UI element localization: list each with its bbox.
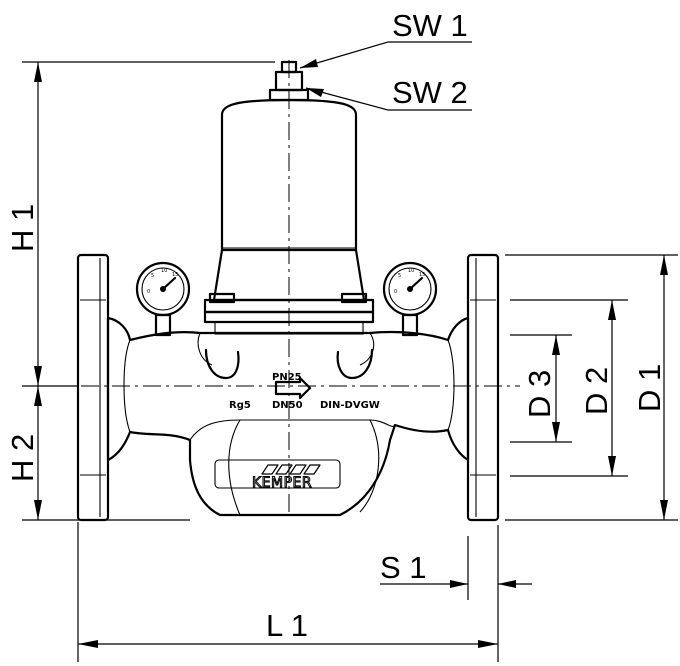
- right-gauge-stem: [401, 313, 419, 337]
- label-h1: H 1: [5, 204, 40, 252]
- label-d2: D 2: [579, 367, 614, 415]
- dimension-h2: H 2: [5, 386, 190, 521]
- label-sw1: SW 1: [392, 8, 468, 43]
- label-d3: D 3: [522, 370, 557, 418]
- bolt-right: [340, 292, 368, 304]
- dimension-d1: D 1: [505, 254, 678, 521]
- marking-standard: DIN-DVGW: [320, 400, 380, 411]
- label-sw2: SW 2: [392, 75, 468, 110]
- bolt-left: [208, 292, 236, 304]
- marking-pressure: PN25: [272, 372, 302, 383]
- marking-nominal-size: DN50: [272, 400, 303, 411]
- dimension-h1: H 1: [5, 61, 275, 387]
- marking-material: Rg5: [229, 400, 251, 411]
- label-s1: S 1: [380, 550, 427, 585]
- left-flange: [76, 253, 110, 522]
- left-lug: [204, 348, 240, 380]
- leader-sw2: SW 2: [305, 75, 472, 111]
- right-flange: [466, 253, 500, 522]
- label-h2: H 2: [5, 434, 40, 482]
- dimension-s1: S 1: [380, 525, 532, 600]
- svg-text:15: 15: [419, 272, 425, 278]
- right-lug: [336, 348, 374, 380]
- svg-text:0: 0: [394, 289, 397, 295]
- brand-name: KEMPER: [252, 475, 312, 491]
- valve-body: [76, 253, 500, 522]
- label-l1: L 1: [266, 608, 308, 643]
- dimension-l1: L 1: [77, 522, 499, 662]
- body-markings: PN25 DN50 Rg5 DIN-DVGW KEMPER: [229, 372, 380, 492]
- valve-bonnet: [203, 60, 375, 335]
- svg-text:5: 5: [398, 273, 401, 279]
- dimension-d3: D 3: [510, 334, 572, 443]
- svg-text:10: 10: [161, 268, 167, 274]
- brand-logo-stripes: [261, 464, 321, 475]
- centerlines: [50, 60, 520, 515]
- leader-sw1: SW 1: [299, 8, 472, 69]
- adjusting-spindle: [280, 60, 298, 74]
- svg-text:15: 15: [172, 272, 178, 278]
- dimension-d2: D 2: [510, 299, 628, 477]
- svg-text:0: 0: [147, 289, 150, 295]
- cast-body: [106, 316, 470, 517]
- left-pressure-gauge: 0 5 10 15: [135, 261, 191, 337]
- svg-text:10: 10: [408, 268, 414, 274]
- left-gauge-stem: [154, 313, 172, 337]
- flow-arrow: [274, 376, 312, 400]
- label-d1: D 1: [632, 364, 667, 412]
- svg-text:5: 5: [151, 273, 154, 279]
- right-pressure-gauge: 0 5 10 15: [382, 261, 438, 337]
